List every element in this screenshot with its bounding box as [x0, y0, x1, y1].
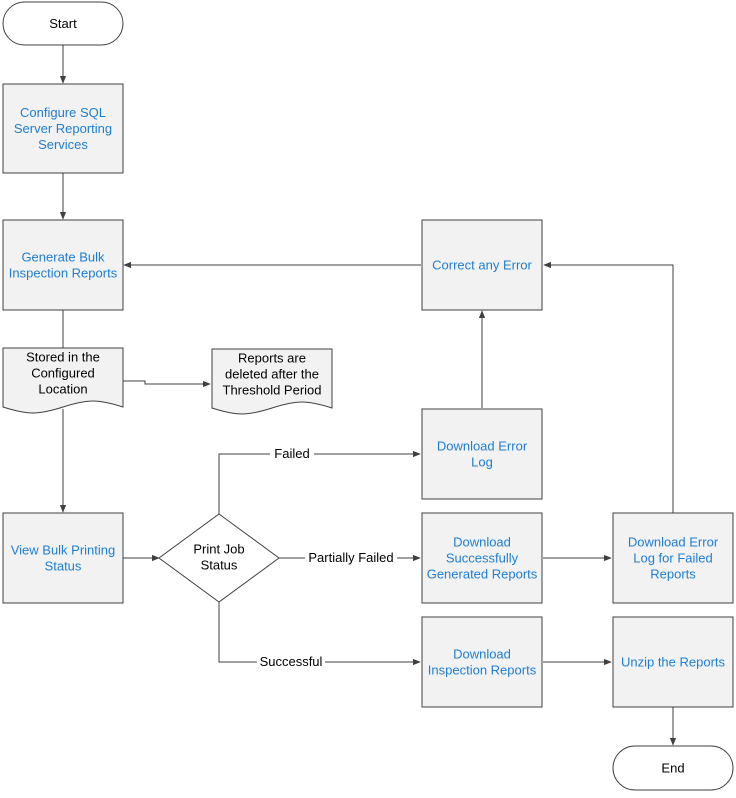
generate-reports-label-line: Generate Bulk	[21, 250, 105, 265]
download-success-box	[421, 512, 543, 604]
reports-deleted-document	[211, 348, 333, 415]
reports-deleted-label-line: Threshold Period	[223, 383, 322, 398]
edge-stored-to-deleted	[123, 380, 211, 388]
edge-decision-failed	[218, 450, 421, 514]
configure-ssrs-box	[2, 83, 124, 174]
start-terminal	[2, 1, 124, 46]
end-label-line: End	[661, 761, 684, 776]
download-error-log-label-line: Log	[471, 455, 493, 470]
download-success-label-line: Generated Reports	[427, 567, 538, 582]
correct-error-label-line: Correct any Error	[432, 258, 532, 273]
stored-location-document	[2, 347, 124, 414]
download-error-failed-box	[612, 512, 734, 604]
unzip-reports-label-line: Unzip the Reports	[621, 655, 726, 670]
print-job-status-label-line: Status	[201, 558, 238, 573]
edge-labels: Failed Partially Failed Successful	[257, 446, 397, 670]
start-label: Start	[49, 16, 77, 31]
unzip-reports-label: Unzip the Reports	[621, 655, 726, 670]
unzip-reports-box	[612, 616, 734, 708]
download-inspection-label-line: Download	[453, 647, 511, 662]
stored-location-label-line: Stored in the	[26, 350, 100, 365]
correct-error-box	[421, 219, 543, 311]
print-job-status-label-line: Print Job	[193, 542, 244, 557]
label-failed: Failed	[274, 446, 309, 461]
download-success-label-line: Successfully	[446, 551, 519, 566]
download-error-failed-label-line: Download Error	[628, 535, 719, 550]
label-successful: Successful	[260, 654, 323, 669]
configure-ssrs-label-line: Server Reporting	[14, 121, 112, 136]
download-success-label-line: Download	[453, 535, 511, 550]
view-status-box	[2, 512, 124, 604]
print-job-status-decision	[158, 513, 280, 603]
reports-deleted-label-line: Reports are	[238, 351, 306, 366]
download-error-failed-label-line: Log for Failed	[633, 551, 713, 566]
stored-location-label-line: Location	[38, 382, 87, 397]
stored-location-label-line: Configured	[31, 366, 95, 381]
correct-error-label: Correct any Error	[432, 258, 532, 273]
edge-decision-successful	[218, 602, 421, 666]
generate-reports-box	[2, 219, 124, 311]
download-error-log-box	[421, 408, 543, 500]
configure-ssrs-label-line: Services	[38, 137, 88, 152]
label-partially-failed: Partially Failed	[308, 550, 393, 565]
download-error-failed-label-line: Reports	[650, 567, 696, 582]
generate-reports-label-line: Inspection Reports	[9, 266, 118, 281]
download-inspection-label-line: Inspection Reports	[428, 663, 537, 678]
download-error-log-label-line: Download Error	[437, 439, 528, 454]
download-inspection-box	[421, 616, 543, 708]
view-status-label-line: View Bulk Printing	[11, 543, 116, 558]
configure-ssrs-label-line: Configure SQL	[20, 105, 106, 120]
end-terminal	[612, 745, 734, 791]
start-label-line: Start	[49, 16, 77, 31]
edge-failedlog-to-correct	[543, 261, 674, 513]
end-label: End	[661, 761, 684, 776]
connectors	[59, 45, 677, 746]
reports-deleted-label-line: deleted after the	[225, 367, 319, 382]
view-status-label-line: Status	[45, 559, 82, 574]
